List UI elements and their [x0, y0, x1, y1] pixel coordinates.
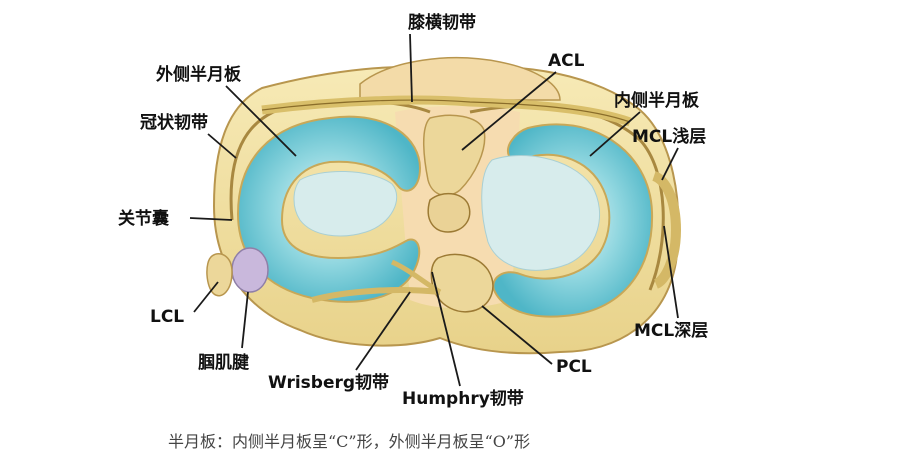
label-medial-meniscus: 内侧半月板 [614, 90, 700, 111]
leader-medial-meniscus [589, 111, 641, 157]
leader-coronary-ligament [207, 133, 237, 159]
leader-pcl [481, 305, 553, 365]
leader-transverse-ligament [409, 33, 413, 103]
transverse-ligament-edge [261, 99, 631, 123]
leader-acl [461, 71, 557, 151]
lcl [206, 252, 233, 297]
popliteus-tendon [231, 247, 269, 293]
acl [422, 114, 486, 197]
leader-wrisberg-ligament [355, 291, 411, 371]
label-transverse-ligament: 膝横韧带 [408, 12, 476, 33]
label-lateral-meniscus: 外侧半月板 [156, 64, 242, 85]
leader-mcl-deep [663, 225, 679, 319]
lateral-tibial-plateau [293, 170, 398, 237]
figure-caption: 半月板：内侧半月板呈“C”形，外侧半月板呈“O”形 [168, 432, 530, 451]
leader-joint-capsule [189, 217, 233, 221]
label-popliteus-tendon: 腘肌腱 [198, 353, 250, 373]
label-lcl: LCL [150, 307, 184, 327]
leader-lateral-meniscus [225, 85, 297, 157]
mcl-superficial [651, 171, 682, 289]
label-acl: ACL [548, 51, 585, 71]
leader-humphry-ligament [431, 271, 461, 387]
label-wrisberg-ligament: Wrisberg韧带 [268, 372, 389, 393]
label-pcl: PCL [556, 357, 592, 377]
label-humphry-ligament: Humphry韧带 [402, 388, 524, 409]
pcl [430, 253, 494, 313]
anterior-fat-pad [359, 57, 561, 101]
label-mcl-deep: MCL深层 [634, 320, 708, 341]
medial-tibial-plateau [481, 155, 600, 271]
leader-lcl [193, 281, 219, 313]
label-mcl-superficial: MCL浅层 [632, 126, 706, 147]
leader-popliteus-tendon [241, 291, 249, 349]
label-coronary-ligament: 冠状韧带 [140, 112, 208, 133]
wrisberg-ligament [311, 287, 441, 303]
label-joint-capsule: 关节囊 [118, 208, 169, 229]
tibial-spine [427, 192, 471, 233]
leader-mcl-superficial [661, 147, 679, 181]
